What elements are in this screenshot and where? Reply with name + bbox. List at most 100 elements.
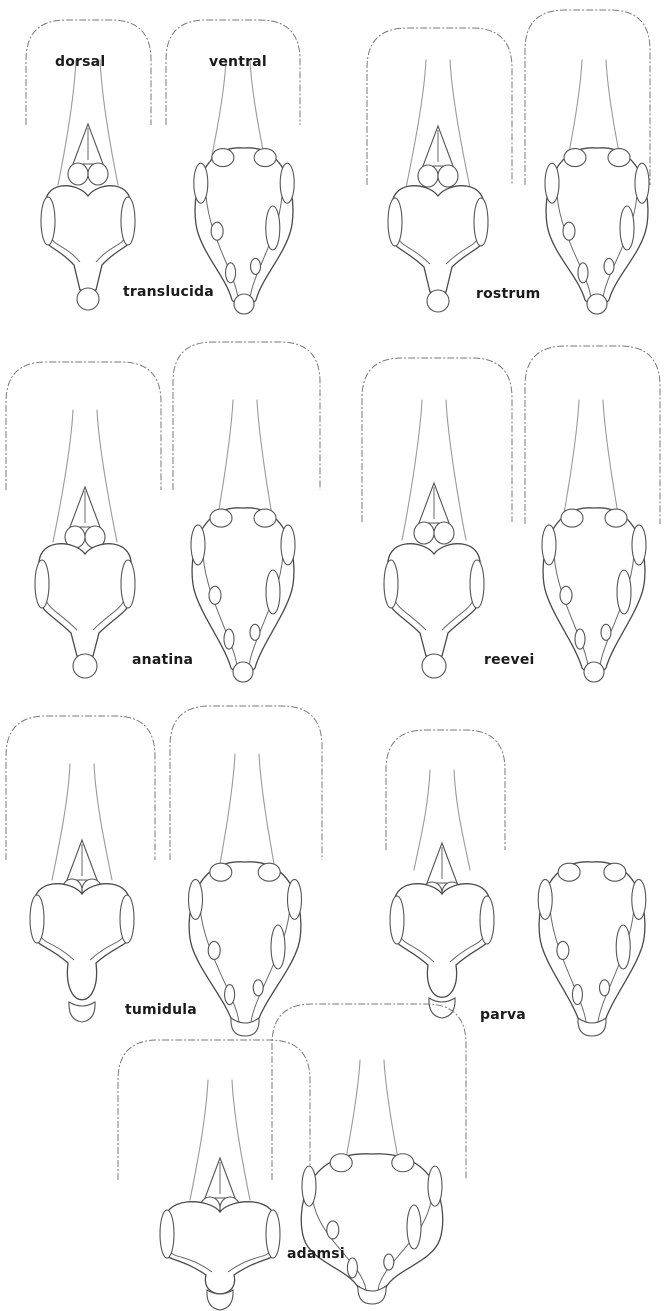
rim-plate [572, 985, 582, 1005]
terminal-plate [73, 654, 97, 678]
lateral-plate [30, 895, 44, 943]
rim-plate [407, 1205, 421, 1249]
upper-plate [414, 522, 434, 544]
rim-plate [226, 263, 236, 283]
lateral-plate [120, 895, 134, 943]
rim-plate [542, 525, 556, 565]
bars-anatina-dorsal [53, 410, 73, 542]
ventral-terminal-plate [233, 662, 253, 682]
specimen-rostrum-ventral [545, 148, 649, 314]
rim-plate [616, 925, 630, 969]
outline-translucida-dorsal [26, 20, 151, 125]
rim-plate [212, 149, 234, 167]
upper-plate [418, 165, 438, 187]
bars-reevei-dorsal [402, 400, 422, 540]
specimen-anatina-dorsal [35, 487, 135, 678]
specimen-adamsi-dorsal [160, 1158, 280, 1310]
specimen-translucida-dorsal [41, 124, 135, 310]
lateral-plate [390, 896, 404, 944]
rim-plate [191, 525, 205, 565]
lateral-plate [470, 560, 484, 608]
rim-plate [604, 258, 614, 274]
rim-plate [617, 570, 631, 614]
rim-plate [632, 525, 646, 565]
rim-plate [620, 206, 634, 250]
bars-parva-dorsal [454, 770, 470, 870]
lateral-plate [41, 197, 55, 245]
rim-plate [604, 863, 626, 881]
rim-plate [564, 149, 586, 167]
specimen-reevei-dorsal [384, 483, 484, 678]
rim-plate [545, 163, 559, 203]
rim-plate [601, 624, 611, 640]
specimen-rostrum-dorsal [388, 126, 488, 312]
rim-plate [608, 149, 630, 167]
lateral-plate [388, 198, 402, 246]
dorsal-body [386, 544, 482, 656]
rim-plate [557, 941, 569, 959]
bars-tumidula-dorsal [52, 764, 70, 880]
rim-plate [254, 509, 276, 527]
rim-plate [250, 624, 260, 640]
specimen-tumidula-ventral [189, 862, 302, 1036]
rim-plate [251, 258, 261, 274]
specimen-anatina-ventral [191, 508, 295, 682]
rim-plate [538, 879, 552, 919]
rim-plate [635, 163, 649, 203]
lateral-plate [474, 198, 488, 246]
lateral-plate [35, 560, 49, 608]
rim-plate [266, 570, 280, 614]
terminal-plate [422, 654, 446, 678]
rim-plate [210, 509, 232, 527]
label-dorsal: dorsal [55, 55, 105, 69]
lateral-plate [480, 896, 494, 944]
terminal-plate [77, 288, 99, 310]
dorsal-body [390, 186, 486, 292]
outline-anatina-dorsal [6, 362, 161, 490]
rim-plate [428, 1166, 442, 1206]
rim-plate [599, 980, 609, 996]
upper-plate [88, 163, 108, 185]
dorsal-body [162, 1202, 278, 1294]
rim-plate [392, 1154, 414, 1172]
rim-plate [330, 1154, 352, 1172]
dorsal-body [392, 884, 492, 998]
label-reevei: reevei [484, 653, 535, 667]
rim-plate [563, 222, 575, 240]
rim-plate [347, 1258, 357, 1278]
outline-tumidula-ventral [170, 706, 322, 860]
rim-plate [632, 879, 646, 919]
rim-plate [266, 206, 280, 250]
label-rostrum: rostrum [476, 287, 540, 301]
terminal-plate [429, 998, 455, 1018]
rim-plate [280, 163, 294, 203]
dorsal-body [43, 186, 134, 290]
label-parva: parva [480, 1008, 526, 1022]
label-anatina: anatina [132, 653, 193, 667]
upper-plate [68, 163, 88, 185]
rim-plate [560, 586, 572, 604]
upper-plate [438, 165, 458, 187]
specimen-parva-ventral [538, 862, 646, 1036]
rim-plate [210, 863, 232, 881]
specimen-tumidula-dorsal [30, 840, 134, 1022]
rim-plate [578, 263, 588, 283]
bars-adamsi-dorsal [190, 1080, 208, 1200]
bars-reevei-dorsal [446, 400, 466, 540]
bars-tumidula-dorsal [94, 764, 112, 880]
rim-plate [254, 149, 276, 167]
bars-anatina-dorsal [97, 410, 117, 542]
terminal-plate [69, 1002, 95, 1022]
rim-plate [384, 1254, 394, 1270]
specimen-adamsi-ventral [301, 1154, 442, 1304]
rim-plate [271, 925, 285, 969]
outline-parva-dorsal [386, 730, 505, 850]
rim-plate [211, 222, 223, 240]
rim-plate [194, 163, 208, 203]
rim-plate [302, 1166, 316, 1206]
outline-reevei-ventral [525, 346, 660, 524]
upper-plate [434, 522, 454, 544]
rim-plate [561, 509, 583, 527]
dorsal-body [37, 544, 133, 656]
rim-plate [224, 629, 234, 649]
